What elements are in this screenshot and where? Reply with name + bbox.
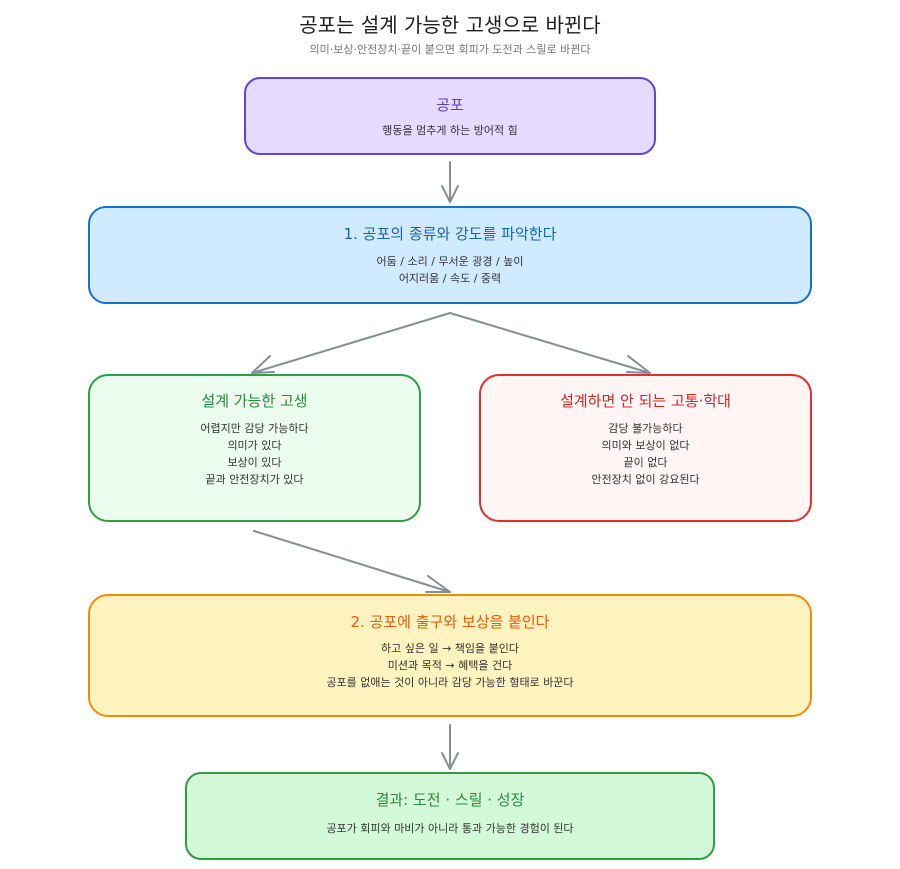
node-designable-hardship-line: 의미가 있다 (227, 439, 282, 452)
node-step1-line: 어둠 / 소리 / 무서운 광경 / 높이 (376, 255, 524, 268)
arrow-step2-to-result (441, 724, 459, 770)
node-designable-hardship-line: 끝과 안전장치가 있다 (205, 473, 304, 486)
arrow-step1-to-design (251, 312, 451, 374)
node-pain-abuse-line: 감당 불가능하다 (608, 422, 683, 435)
node-pain-abuse-line: 안전장치 없이 강요된다 (591, 473, 700, 486)
node-designable-hardship-title: 설계 가능한 고생 (201, 392, 308, 410)
node-step2-line: 공포를 없애는 것이 아니라 감당 가능한 형태로 바꾼다 (326, 676, 574, 689)
node-result-title: 결과: 도전 · 스릴 · 성장 (375, 791, 525, 809)
node-designable-hardship-line: 어렵지만 감당 가능하다 (200, 422, 309, 435)
node-fear-line: 행동을 멈추게 하는 방어적 힘 (382, 124, 518, 137)
node-pain-abuse-title: 설계하면 안 되는 고통·학대 (560, 392, 731, 410)
node-step2-title: 2. 공포에 출구와 보상을 붙인다 (350, 613, 550, 631)
arrow-step1-to-abuse (449, 312, 651, 374)
node-step1-line: 어지러움 / 속도 / 중력 (398, 272, 502, 285)
node-step2-line: 하고 싶은 일 → 책임을 붙인다 (380, 642, 520, 655)
node-pain-abuse: 설계하면 안 되는 고통·학대 감당 불가능하다 의미와 보상이 없다 끝이 없… (479, 374, 812, 522)
node-result: 결과: 도전 · 스릴 · 성장 공포가 회피와 마비가 아니라 통과 가능한 … (185, 772, 715, 860)
node-step2: 2. 공포에 출구와 보상을 붙인다 하고 싶은 일 → 책임을 붙인다 미션과… (88, 594, 812, 717)
diagram-subtitle: 의미·보상·안전장치·끝이 붙으면 회피가 도전과 스릴로 바뀐다 (309, 43, 591, 56)
node-pain-abuse-line: 끝이 없다 (623, 456, 668, 469)
node-step1-title: 1. 공포의 종류와 강도를 파악한다 (343, 225, 557, 243)
node-designable-hardship-line: 보상이 있다 (227, 456, 282, 469)
node-pain-abuse-line: 의미와 보상이 없다 (601, 439, 690, 452)
node-result-line: 공포가 회피와 마비가 아니라 통과 가능한 경험이 된다 (326, 822, 574, 835)
node-step1: 1. 공포의 종류와 강도를 파악한다 어둠 / 소리 / 무서운 광경 / 높… (88, 206, 812, 304)
node-fear-title: 공포 (436, 96, 464, 114)
arrow-design-to-step2 (253, 530, 451, 593)
node-designable-hardship: 설계 가능한 고생 어렵지만 감당 가능하다 의미가 있다 보상이 있다 끝과 … (88, 374, 421, 522)
diagram-title: 공포는 설계 가능한 고생으로 바뀐다 (299, 13, 601, 37)
arrow-fear-to-step1 (441, 161, 459, 203)
node-fear: 공포 행동을 멈추게 하는 방어적 힘 (244, 77, 656, 155)
node-step2-line: 미션과 목적 → 혜택을 건다 (387, 659, 513, 672)
